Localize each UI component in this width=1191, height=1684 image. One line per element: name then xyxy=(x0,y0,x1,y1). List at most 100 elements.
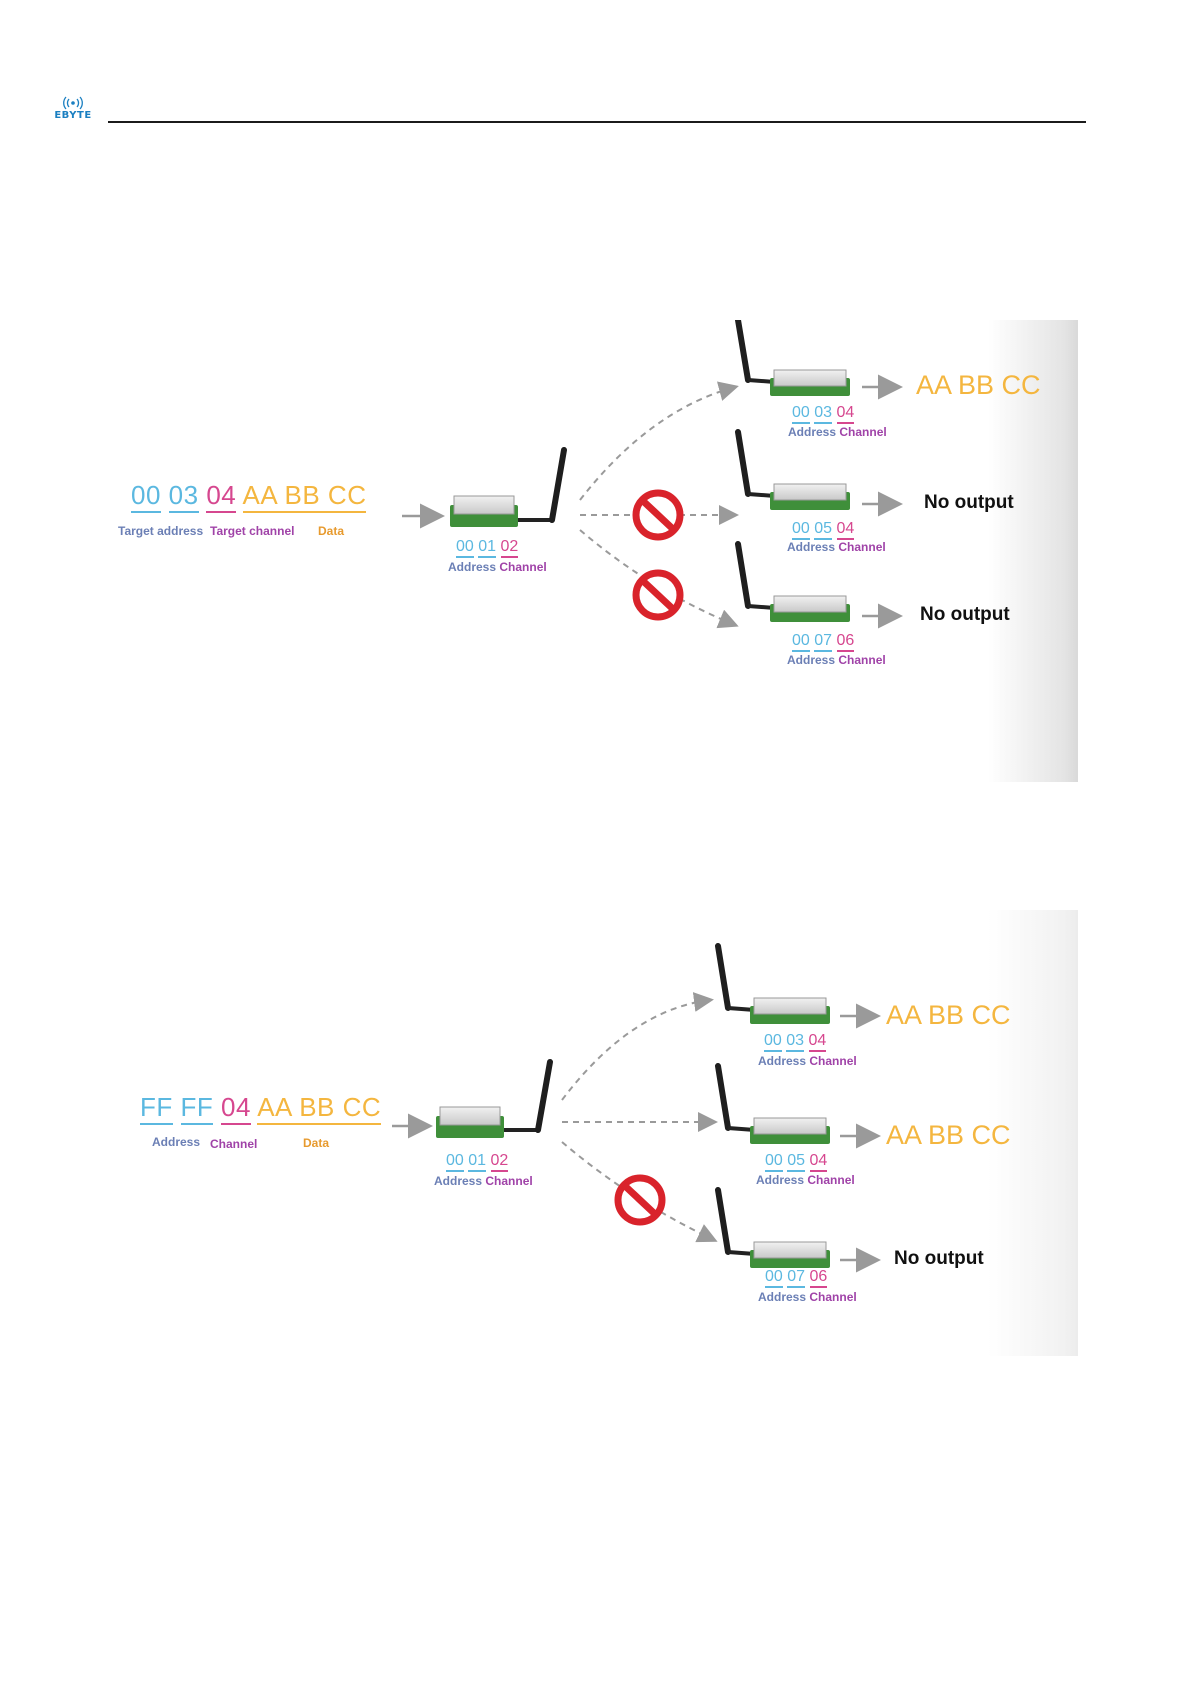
label-target-address: Target address xyxy=(118,524,204,538)
sender-addr-high: 00 xyxy=(446,1152,464,1172)
sender-channel: 02 xyxy=(490,1152,509,1172)
sender-module xyxy=(436,1059,553,1138)
r3-label-address: Address xyxy=(758,1290,807,1304)
panel-shade xyxy=(988,320,1078,782)
receiver-2-address: 00 05 04 xyxy=(765,1152,828,1172)
sender-addr-low: 01 xyxy=(478,538,497,558)
receiver-module-3 xyxy=(715,1187,830,1268)
label-channel: Channel xyxy=(210,1137,258,1151)
sender-label-address: Address xyxy=(448,560,497,574)
r3-addr-high: 00 xyxy=(765,1268,783,1288)
sender-module xyxy=(450,447,567,527)
receiver-module-1 xyxy=(735,320,850,396)
blocked-icon xyxy=(632,569,684,621)
sender-address: 00 01 02 xyxy=(446,1152,509,1172)
r2-addr-low: 05 xyxy=(814,520,833,540)
receiver-3-output: No output xyxy=(894,1248,984,1269)
r1-label-channel: Channel xyxy=(809,1054,857,1068)
input-channel: 04 xyxy=(221,1092,251,1125)
ebyte-logo: EBYTE xyxy=(50,96,100,124)
label-target-channel: Target channel xyxy=(210,524,295,538)
blocked-icon xyxy=(614,1174,666,1226)
receiver-1-output: AA BB CC xyxy=(886,1000,1011,1030)
receiver-module-2 xyxy=(735,429,850,510)
r1-addr-high: 00 xyxy=(764,1032,782,1052)
receiver-module-3 xyxy=(735,541,850,622)
path-to-receiver-1 xyxy=(579,381,739,501)
receiver-2-labels: Address Channel xyxy=(787,540,886,554)
r2-label-address: Address xyxy=(787,540,836,554)
receiver-2-output: No output xyxy=(924,492,1014,513)
input-packet: 00 03 04 AA BB CC xyxy=(131,480,367,513)
r2-label-channel: Channel xyxy=(807,1173,855,1187)
receiver-3-output: No output xyxy=(920,604,1010,625)
sender-labels: Address Channel xyxy=(448,560,547,574)
r1-addr-high: 00 xyxy=(792,404,810,424)
receiver-module-2 xyxy=(715,1063,830,1144)
receiver-2-output: AA BB CC xyxy=(886,1120,1011,1150)
antenna-signal-icon xyxy=(63,96,83,110)
r3-label-channel: Channel xyxy=(809,1290,857,1304)
r3-addr-low: 07 xyxy=(787,1268,806,1288)
sender-addr-high: 00 xyxy=(456,538,474,558)
label-data: Data xyxy=(303,1136,330,1150)
panel-shade xyxy=(988,910,1078,1356)
receiver-module-1 xyxy=(715,943,830,1024)
sender-label-channel: Channel xyxy=(499,560,547,574)
r3-label-address: Address xyxy=(787,653,836,667)
r3-addr-low: 07 xyxy=(814,632,833,652)
r3-addr-high: 00 xyxy=(792,632,810,652)
receiver-3-address: 00 07 06 xyxy=(765,1268,828,1288)
receiver-2-address: 00 05 04 xyxy=(792,520,855,540)
receiver-3-address: 00 07 06 xyxy=(792,632,855,652)
sender-label-address: Address xyxy=(434,1174,483,1188)
label-address: Address xyxy=(152,1135,201,1149)
sender-labels: Address Channel xyxy=(434,1174,533,1188)
r1-addr-low: 03 xyxy=(814,404,833,424)
input-addr-low: FF xyxy=(180,1092,214,1125)
input-addr-high: 00 xyxy=(131,480,161,513)
r1-addr-low: 03 xyxy=(786,1032,805,1052)
r1-label-address: Address xyxy=(758,1054,807,1068)
r2-label-address: Address xyxy=(756,1173,805,1187)
receiver-1-address: 00 03 04 xyxy=(764,1032,827,1052)
r2-channel: 04 xyxy=(809,1152,828,1172)
receiver-1-address: 00 03 04 xyxy=(792,404,855,424)
header-divider xyxy=(108,121,1086,123)
input-data: AA BB CC xyxy=(242,480,367,513)
input-channel: 04 xyxy=(206,480,237,513)
r2-label-channel: Channel xyxy=(838,540,886,554)
diagram-targeted-transmission: 00 03 04 AA BB CC Target address Target … xyxy=(110,320,1078,782)
input-addr-low: 03 xyxy=(168,480,199,513)
receiver-1-output: AA BB CC xyxy=(916,370,1041,400)
path-to-receiver-1 xyxy=(561,992,714,1101)
blocked-icon xyxy=(632,489,684,541)
diagram-broadcast-transmission: FF FF 04 AA BB CC Address Channel Data 0… xyxy=(110,910,1078,1356)
input-addr-high: FF xyxy=(140,1092,173,1125)
input-data: AA BB CC xyxy=(257,1092,382,1125)
r2-addr-high: 00 xyxy=(792,520,810,540)
diagram-graphics xyxy=(392,943,881,1273)
r3-channel: 06 xyxy=(809,1268,828,1288)
r1-channel: 04 xyxy=(836,404,855,424)
receiver-1-labels: Address Channel xyxy=(758,1054,857,1068)
receiver-2-labels: Address Channel xyxy=(756,1173,855,1187)
sender-channel: 02 xyxy=(500,538,519,558)
sender-address: 00 01 02 xyxy=(456,538,519,558)
r2-addr-low: 05 xyxy=(787,1152,806,1172)
r1-label-channel: Channel xyxy=(839,425,887,439)
r1-label-address: Address xyxy=(788,425,837,439)
receiver-1-labels: Address Channel xyxy=(788,425,887,439)
input-packet: FF FF 04 AA BB CC xyxy=(140,1092,382,1125)
r1-channel: 04 xyxy=(808,1032,827,1052)
logo-text: EBYTE xyxy=(54,110,92,121)
receiver-3-labels: Address Channel xyxy=(758,1290,857,1304)
label-data: Data xyxy=(318,524,345,538)
r3-label-channel: Channel xyxy=(838,653,886,667)
r2-addr-high: 00 xyxy=(765,1152,783,1172)
sender-label-channel: Channel xyxy=(485,1174,533,1188)
r3-channel: 06 xyxy=(836,632,855,652)
r2-channel: 04 xyxy=(836,520,855,540)
diagram-graphics xyxy=(402,320,903,629)
sender-addr-low: 01 xyxy=(468,1152,487,1172)
